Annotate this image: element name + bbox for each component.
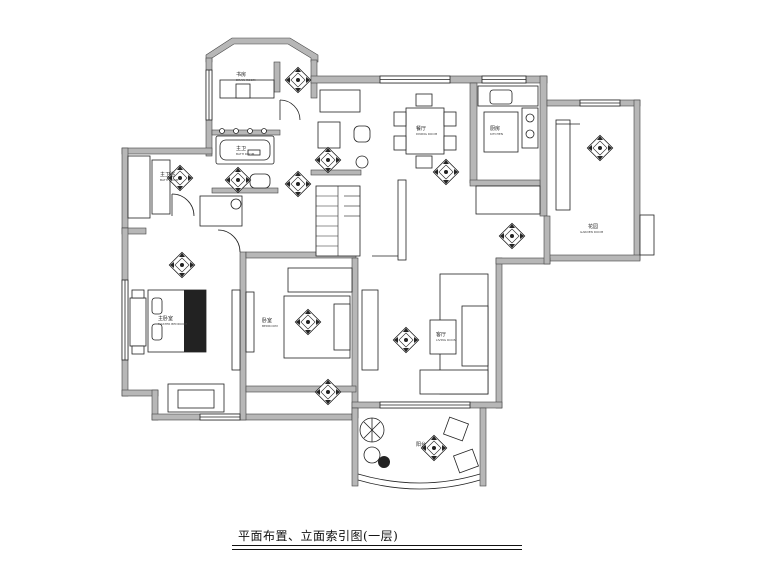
- svg-text:BATH ROOM: BATH ROOM: [236, 152, 255, 156]
- drawing-caption: 平面布置、立面索引图(一层): [238, 529, 399, 543]
- balcony-label: 阳台: [416, 441, 426, 448]
- bathroom: 主卫 BATH ROOM: [215, 128, 275, 194]
- walls: [121, 37, 655, 490]
- svg-text:DRAW ROOM: DRAW ROOM: [236, 78, 256, 82]
- bathroom-label: 主卫: [236, 145, 246, 152]
- garden-room: 花园 GARDEN ROOM: [555, 119, 614, 234]
- master-bedroom: 主卧室 MASTER BEDROOM: [129, 229, 241, 413]
- bedroom-label: 卧室: [262, 317, 272, 324]
- study-label: 书房: [236, 71, 246, 78]
- dining-room: 餐厅 DINING ROOM: [393, 93, 460, 186]
- svg-text:DINING ROOM: DINING ROOM: [416, 132, 438, 136]
- living-label: 客厅: [436, 331, 446, 338]
- study-room: 书房 DRAW ROOM: [219, 66, 312, 121]
- caption-underline: [232, 545, 522, 546]
- bedroom: 卧室 BEDROOM: [245, 267, 353, 406]
- master-bathroom: 主卫浴 BATH ROOM: [127, 155, 243, 227]
- windows: [121, 69, 655, 421]
- svg-text:KITCHEN: KITCHEN: [490, 132, 503, 136]
- balcony: 阳台: [359, 416, 479, 474]
- svg-text:BEDROOM: BEDROOM: [262, 324, 278, 328]
- master-bath-label: 主卫浴: [160, 171, 175, 178]
- svg-text:BATH ROOM: BATH ROOM: [160, 178, 179, 182]
- staircase: [315, 179, 407, 261]
- caption-underline-thin: [232, 549, 522, 550]
- master-bedroom-label: 主卧室: [158, 315, 173, 322]
- kitchen-label: 厨房: [490, 125, 500, 132]
- svg-text:GARDEN ROOM: GARDEN ROOM: [580, 230, 604, 234]
- svg-text:LIVING ROOM: LIVING ROOM: [436, 338, 457, 342]
- wc-area: [284, 89, 371, 198]
- svg-text:MASTER BEDROOM: MASTER BEDROOM: [158, 322, 187, 326]
- dining-label: 餐厅: [416, 125, 426, 132]
- garden-label: 花园: [588, 223, 598, 230]
- living-room: 客厅 LIVING ROOM: [361, 222, 526, 395]
- kitchen: 厨房 KITCHEN: [475, 85, 541, 215]
